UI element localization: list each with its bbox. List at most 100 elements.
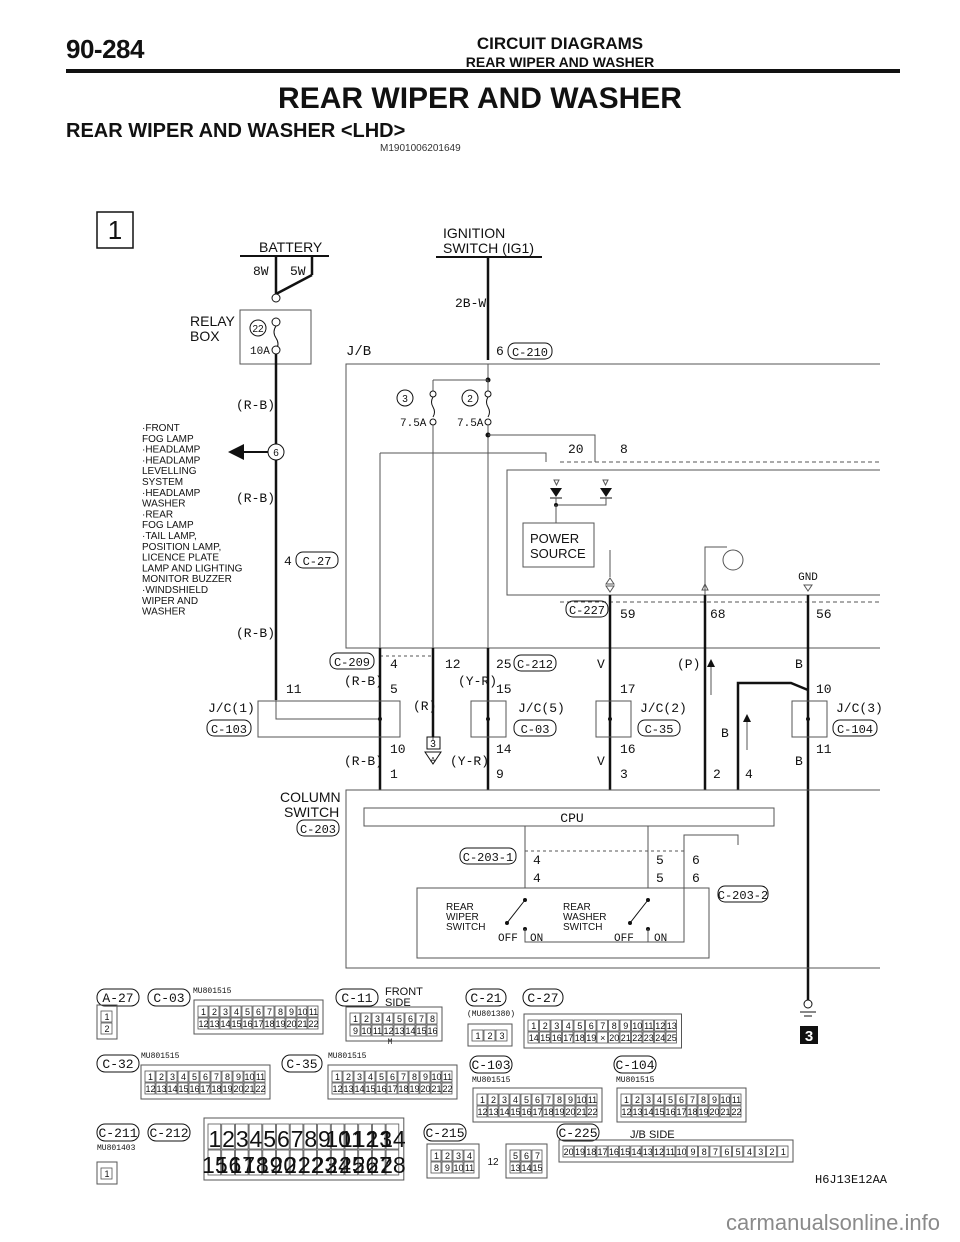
pin-number: 4	[657, 1095, 662, 1105]
svg-text:C-203: C-203	[300, 823, 336, 837]
connector-label: C-103	[471, 1058, 510, 1073]
pin-number: 1	[353, 1014, 358, 1024]
pin-number: 9	[289, 1007, 294, 1017]
pin-number: 12	[332, 1084, 342, 1094]
part-number: MU801515	[193, 987, 232, 996]
pin-number: 19	[698, 1107, 708, 1117]
svg-text:B: B	[795, 657, 803, 672]
svg-text:J/C(5): J/C(5)	[518, 701, 565, 716]
pin-number: 25	[667, 1033, 677, 1043]
pin-number: 6	[203, 1072, 208, 1082]
pin-number: 11	[256, 1072, 265, 1082]
branch-destination-text: MONITOR BUZZER	[142, 574, 232, 585]
connector-tag: C-32	[96, 1054, 140, 1073]
pin-number: 14	[354, 1084, 364, 1094]
pin-number: 14	[521, 1163, 531, 1173]
svg-text:11: 11	[816, 742, 832, 757]
pin-number: 18	[264, 1019, 274, 1029]
svg-text:IGNITION: IGNITION	[443, 225, 505, 241]
pin-number: 17	[229, 1152, 255, 1178]
svg-text:8W: 8W	[253, 264, 269, 279]
pin-number: 19	[409, 1084, 419, 1094]
pin-number: 15	[231, 1019, 241, 1029]
connector-label: C-211	[98, 1126, 137, 1141]
pin-number: 19	[554, 1107, 564, 1117]
pin-number: 3	[170, 1072, 175, 1082]
pin-number: 17	[532, 1107, 542, 1117]
connector-label: C-03	[153, 991, 184, 1006]
pin-number: 5	[263, 1126, 276, 1152]
svg-text:68: 68	[710, 607, 726, 622]
connector-note: SIDE	[385, 997, 411, 1009]
svg-text:C-103: C-103	[211, 723, 247, 737]
part-number: MU801515	[328, 1052, 367, 1061]
branch-destination-text: ·HEADLAMP	[142, 445, 201, 456]
connector-tag: A-27	[96, 988, 140, 1007]
svg-text:C-203-1: C-203-1	[463, 851, 513, 865]
ignition-switch: IGNITION SWITCH (IG1) 2B-W 6 C-210	[436, 225, 553, 360]
pin-number: 21	[244, 1084, 254, 1094]
pin-number: 10	[677, 1147, 687, 1157]
svg-text:C-03: C-03	[521, 723, 550, 737]
wire-color-rb: (R-B)	[236, 626, 275, 641]
svg-text:22: 22	[252, 324, 264, 335]
pin-number: 10	[297, 1007, 307, 1017]
pin-number: 2	[212, 1007, 217, 1017]
pin-number: 13	[667, 1021, 677, 1031]
ground-symbol: 3	[800, 999, 818, 1045]
pin-number: 18	[543, 1107, 553, 1117]
connector-tag: C-11	[335, 988, 379, 1007]
svg-text:7.5A: 7.5A	[457, 418, 484, 430]
branch-destination-text: WASHER	[142, 499, 186, 510]
pin-number: 21	[297, 1019, 307, 1029]
pin-number: 15	[540, 1033, 550, 1043]
pin-number: 5	[379, 1072, 384, 1082]
connector-label: C-104	[615, 1058, 654, 1073]
pin-number: 10	[453, 1163, 463, 1173]
svg-text:J/B: J/B	[346, 344, 371, 360]
wire-color-rb: (R-B)	[236, 398, 275, 413]
svg-text:A: A	[431, 757, 436, 764]
pin-number: 4	[467, 1151, 472, 1161]
pin-number: 21	[621, 1033, 631, 1043]
pin-number: 8	[434, 1163, 439, 1173]
pin-number: 5	[577, 1021, 582, 1031]
pin-number: 19	[586, 1033, 596, 1043]
pin-number: 20	[271, 1152, 297, 1178]
svg-text:4: 4	[533, 871, 541, 886]
part-number: MU801515	[472, 1076, 511, 1085]
pin-number: 18	[211, 1084, 221, 1094]
pin-number: 10	[576, 1095, 586, 1105]
pin-number: 21	[431, 1084, 441, 1094]
branch-destination-text: WIPER AND	[142, 596, 198, 607]
pin-number: 22	[587, 1107, 597, 1117]
pin-number: 24	[325, 1152, 351, 1178]
pin-number: 5	[245, 1007, 250, 1017]
pin-number: 8	[701, 1095, 706, 1105]
svg-text:J/C(3): J/C(3)	[836, 701, 883, 716]
pin-number: 14	[380, 1126, 406, 1152]
pin-number: 20	[420, 1084, 430, 1094]
splice-6: 6	[228, 443, 285, 461]
svg-text:B: B	[721, 726, 729, 741]
branch-destination-text: FOG LAMP	[142, 520, 194, 531]
branch-destination-text: ·TAIL LAMP,	[142, 531, 197, 542]
pin-number: 14	[643, 1107, 653, 1117]
pin-number: 3	[646, 1095, 651, 1105]
pin-number: 8	[612, 1021, 617, 1031]
pin-number: 3	[456, 1151, 461, 1161]
pin-number: 5	[736, 1147, 741, 1157]
svg-text:BATTERY: BATTERY	[259, 239, 323, 255]
pin-number: 22	[442, 1084, 452, 1094]
pin-number: 22	[731, 1107, 741, 1117]
header-rule	[66, 69, 900, 73]
pin-number: 15	[178, 1084, 188, 1094]
pin-number: 11	[443, 1072, 452, 1082]
svg-text:C-210: C-210	[512, 346, 548, 360]
pin-number: 5	[668, 1095, 673, 1105]
pin-number: 13	[488, 1107, 498, 1117]
pin-number: 1	[434, 1151, 439, 1161]
